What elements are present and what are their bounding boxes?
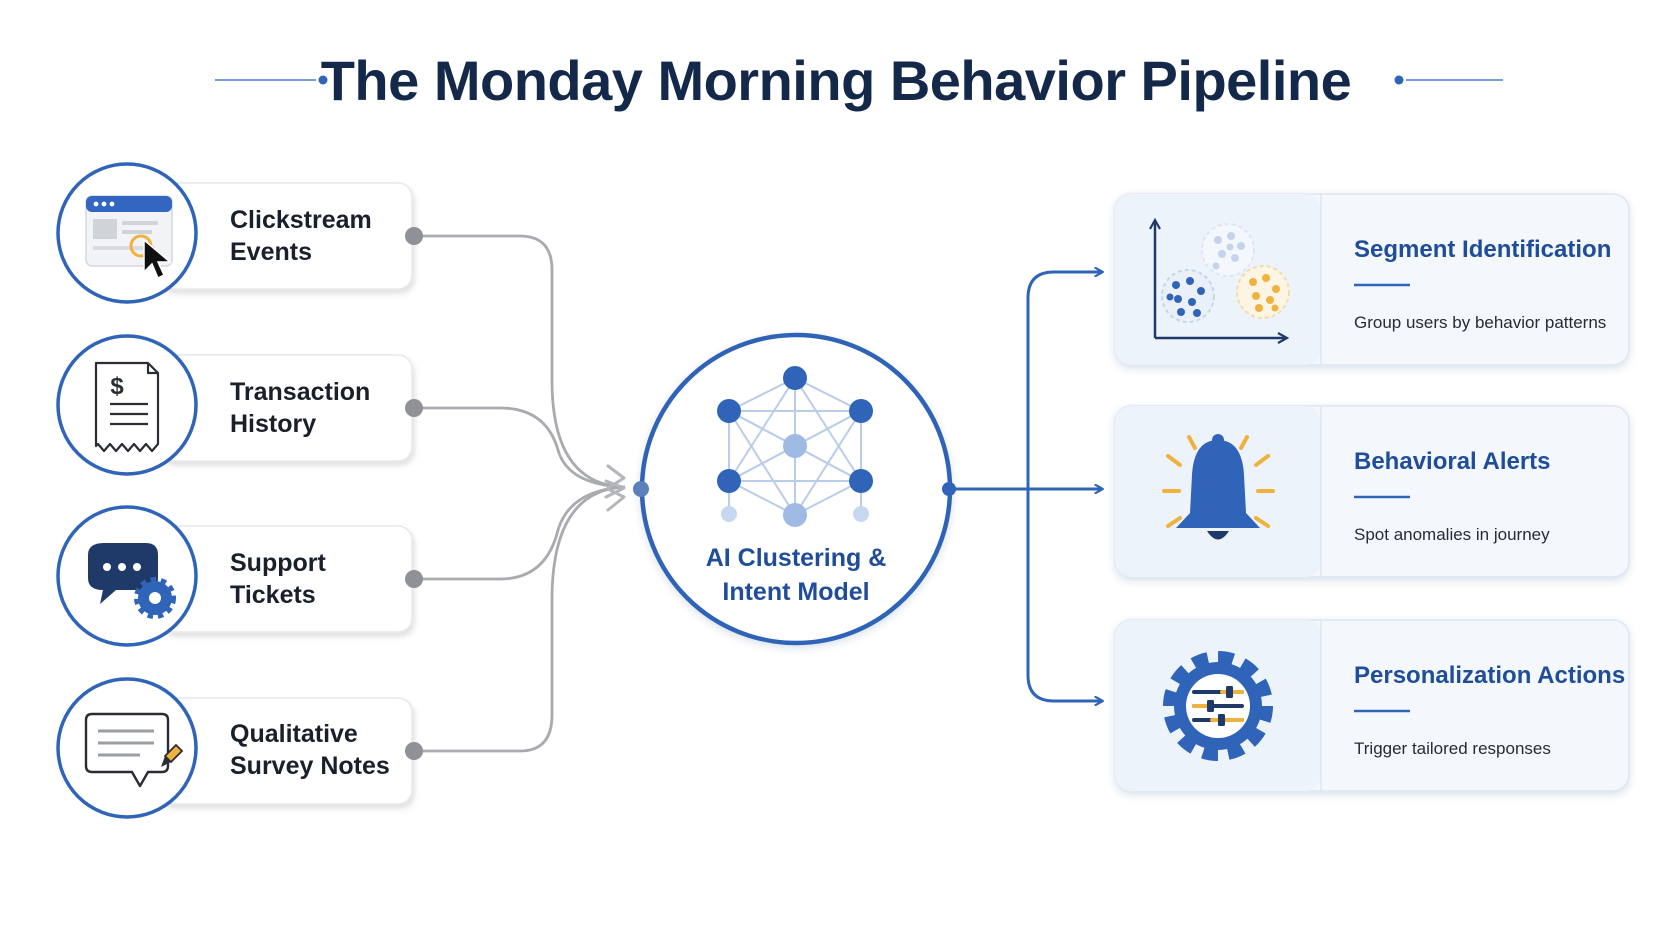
output-title: Personalization Actions — [1354, 662, 1625, 689]
output-icon-panel — [1115, 194, 1321, 365]
source-clickstream: Clickstream Events — [56, 162, 423, 304]
source-label-line1: Transaction — [230, 378, 370, 406]
source-transaction: $ Transaction History — [56, 334, 423, 476]
source-card — [159, 525, 413, 633]
cluster-scatter-icon — [1149, 217, 1290, 344]
connector-transaction — [414, 406, 626, 489]
title-block: The Monday Morning Behavior Pipeline — [215, 49, 1503, 112]
connector-arrowhead-2 — [604, 479, 626, 499]
source-label-line2: Tickets — [230, 581, 316, 609]
browser-cursor-icon — [85, 195, 173, 280]
output-title: Behavioral Alerts — [1354, 448, 1551, 475]
hub-label-line2: Intent Model — [722, 578, 869, 606]
neural-network-icon — [717, 366, 873, 527]
output-connectors — [955, 272, 1102, 701]
connector-node — [405, 399, 423, 417]
source-support: Support Tickets — [56, 505, 423, 647]
connector-to-personalization — [1026, 489, 1102, 701]
source-label-line2: Survey Notes — [230, 752, 390, 780]
source-label-line1: Qualitative — [230, 720, 358, 748]
hub-input-node — [633, 481, 649, 497]
connector-survey — [414, 485, 626, 753]
connector-clickstream — [414, 234, 626, 489]
source-label-line1: Support — [230, 549, 326, 577]
hub-label-line1: AI Clustering & — [706, 544, 887, 572]
connector-support — [414, 485, 626, 581]
source-card — [159, 182, 413, 290]
hub-output-node — [942, 482, 956, 496]
connector-node — [405, 227, 423, 245]
output-segment: Segment Identification Group users by be… — [1114, 193, 1630, 366]
source-survey: Qualitative Survey Notes — [56, 677, 423, 819]
connector-node — [405, 570, 423, 588]
page-title: The Monday Morning Behavior Pipeline — [321, 49, 1352, 112]
output-personalization: Personalization Actions Trigger tailored… — [1114, 619, 1630, 792]
title-dot-right — [1394, 75, 1404, 85]
output-description: Spot anomalies in journey — [1354, 525, 1550, 544]
source-card — [159, 697, 413, 805]
output-alerts: Behavioral Alerts Spot anomalies in jour… — [1114, 405, 1630, 578]
chat-gear-icon — [88, 543, 176, 619]
source-label-line2: Events — [230, 238, 312, 266]
output-description: Group users by behavior patterns — [1354, 313, 1606, 332]
source-label-line2: History — [230, 410, 316, 438]
source-label-line1: Clickstream — [230, 206, 372, 234]
connector-to-segment — [1026, 272, 1102, 489]
bell-icon — [1162, 434, 1275, 540]
note-pencil-icon — [84, 712, 184, 788]
title-dot-left — [318, 75, 328, 85]
source-card — [159, 354, 413, 462]
connector-node — [405, 742, 423, 760]
gear-sliders-icon — [1163, 651, 1273, 761]
source-connectors — [414, 234, 626, 753]
hub-ai-model: AI Clustering & Intent Model — [633, 332, 956, 646]
receipt-dollar-icon: $ — [94, 361, 160, 453]
svg-text:$: $ — [110, 373, 124, 400]
output-title: Segment Identification — [1354, 236, 1611, 263]
connector-arrowhead-3 — [606, 487, 626, 512]
output-description: Trigger tailored responses — [1354, 739, 1551, 758]
